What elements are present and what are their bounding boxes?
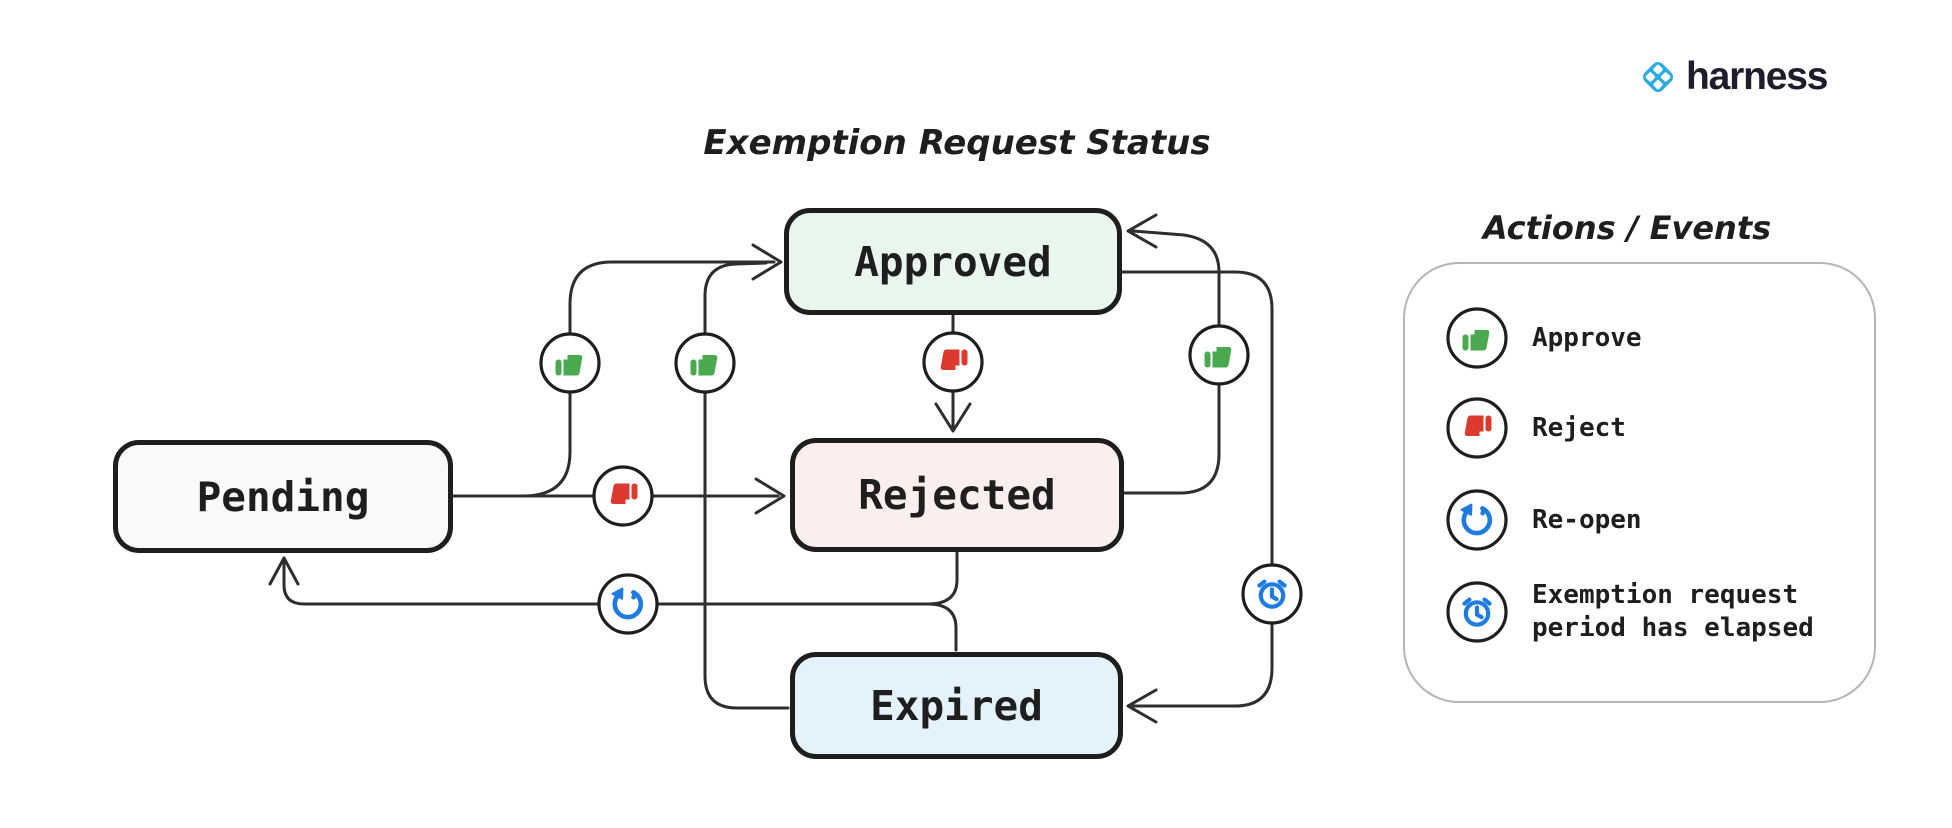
legend-item-label: Reject [1532, 412, 1626, 443]
thumbs-up-icon [541, 334, 599, 392]
rotate-ccw-icon [1446, 489, 1508, 551]
legend-item-label: Exemption request period has elapsed [1532, 580, 1814, 643]
edge-expired-approved [703, 261, 790, 710]
edge-expired-pending-branch [926, 602, 958, 652]
arrowhead-into-approved-left [751, 243, 783, 281]
thumbs-down-icon [594, 467, 652, 525]
legend-item-approve: Approve [1446, 307, 1872, 369]
state-label-pending: Pending [196, 472, 370, 521]
legend-item-label: Re-open [1532, 504, 1642, 535]
legend-item-label: Approve [1532, 322, 1642, 353]
legend-item-reopen: Re-open [1446, 489, 1872, 551]
state-box-expired: Expired [790, 652, 1123, 759]
alarm-clock-icon [1446, 581, 1508, 643]
edge-pending-approved [451, 260, 776, 498]
edge-approved-expired [1120, 270, 1274, 708]
state-box-approved: Approved [784, 208, 1122, 315]
state-box-rejected: Rejected [790, 438, 1124, 552]
thumbs-up-icon [1446, 307, 1508, 369]
state-label-approved: Approved [854, 237, 1052, 286]
thumbs-down-icon [924, 333, 982, 391]
state-box-pending: Pending [113, 440, 453, 553]
thumbs-down-icon [1446, 397, 1508, 459]
arrowhead-into-pending-bottom [268, 556, 300, 586]
brand-logo: harness [1638, 55, 1828, 99]
state-label-expired: Expired [870, 681, 1043, 730]
legend-title: Actions / Events [1482, 209, 1772, 247]
arrowhead-into-expired-right [1126, 688, 1158, 724]
alarm-clock-icon [1243, 565, 1301, 623]
brand-name: harness [1686, 55, 1828, 98]
arrowhead-into-rejected-top [934, 402, 972, 433]
state-label-rejected: Rejected [858, 471, 1056, 519]
thumbs-up-icon [676, 334, 734, 392]
arrowhead-into-approved-right [1126, 213, 1158, 249]
harness-logo-icon [1643, 62, 1673, 92]
legend-item-elapsed: Exemption request period has elapsed [1446, 580, 1872, 643]
legend-item-reject: Reject [1446, 397, 1872, 459]
diagram-title: Exemption Request Status [703, 123, 1211, 163]
arrowhead-into-rejected-left [754, 477, 786, 515]
thumbs-up-icon [1190, 326, 1248, 384]
rotate-ccw-icon [599, 575, 657, 633]
edge-rejected-approved [1122, 229, 1221, 495]
